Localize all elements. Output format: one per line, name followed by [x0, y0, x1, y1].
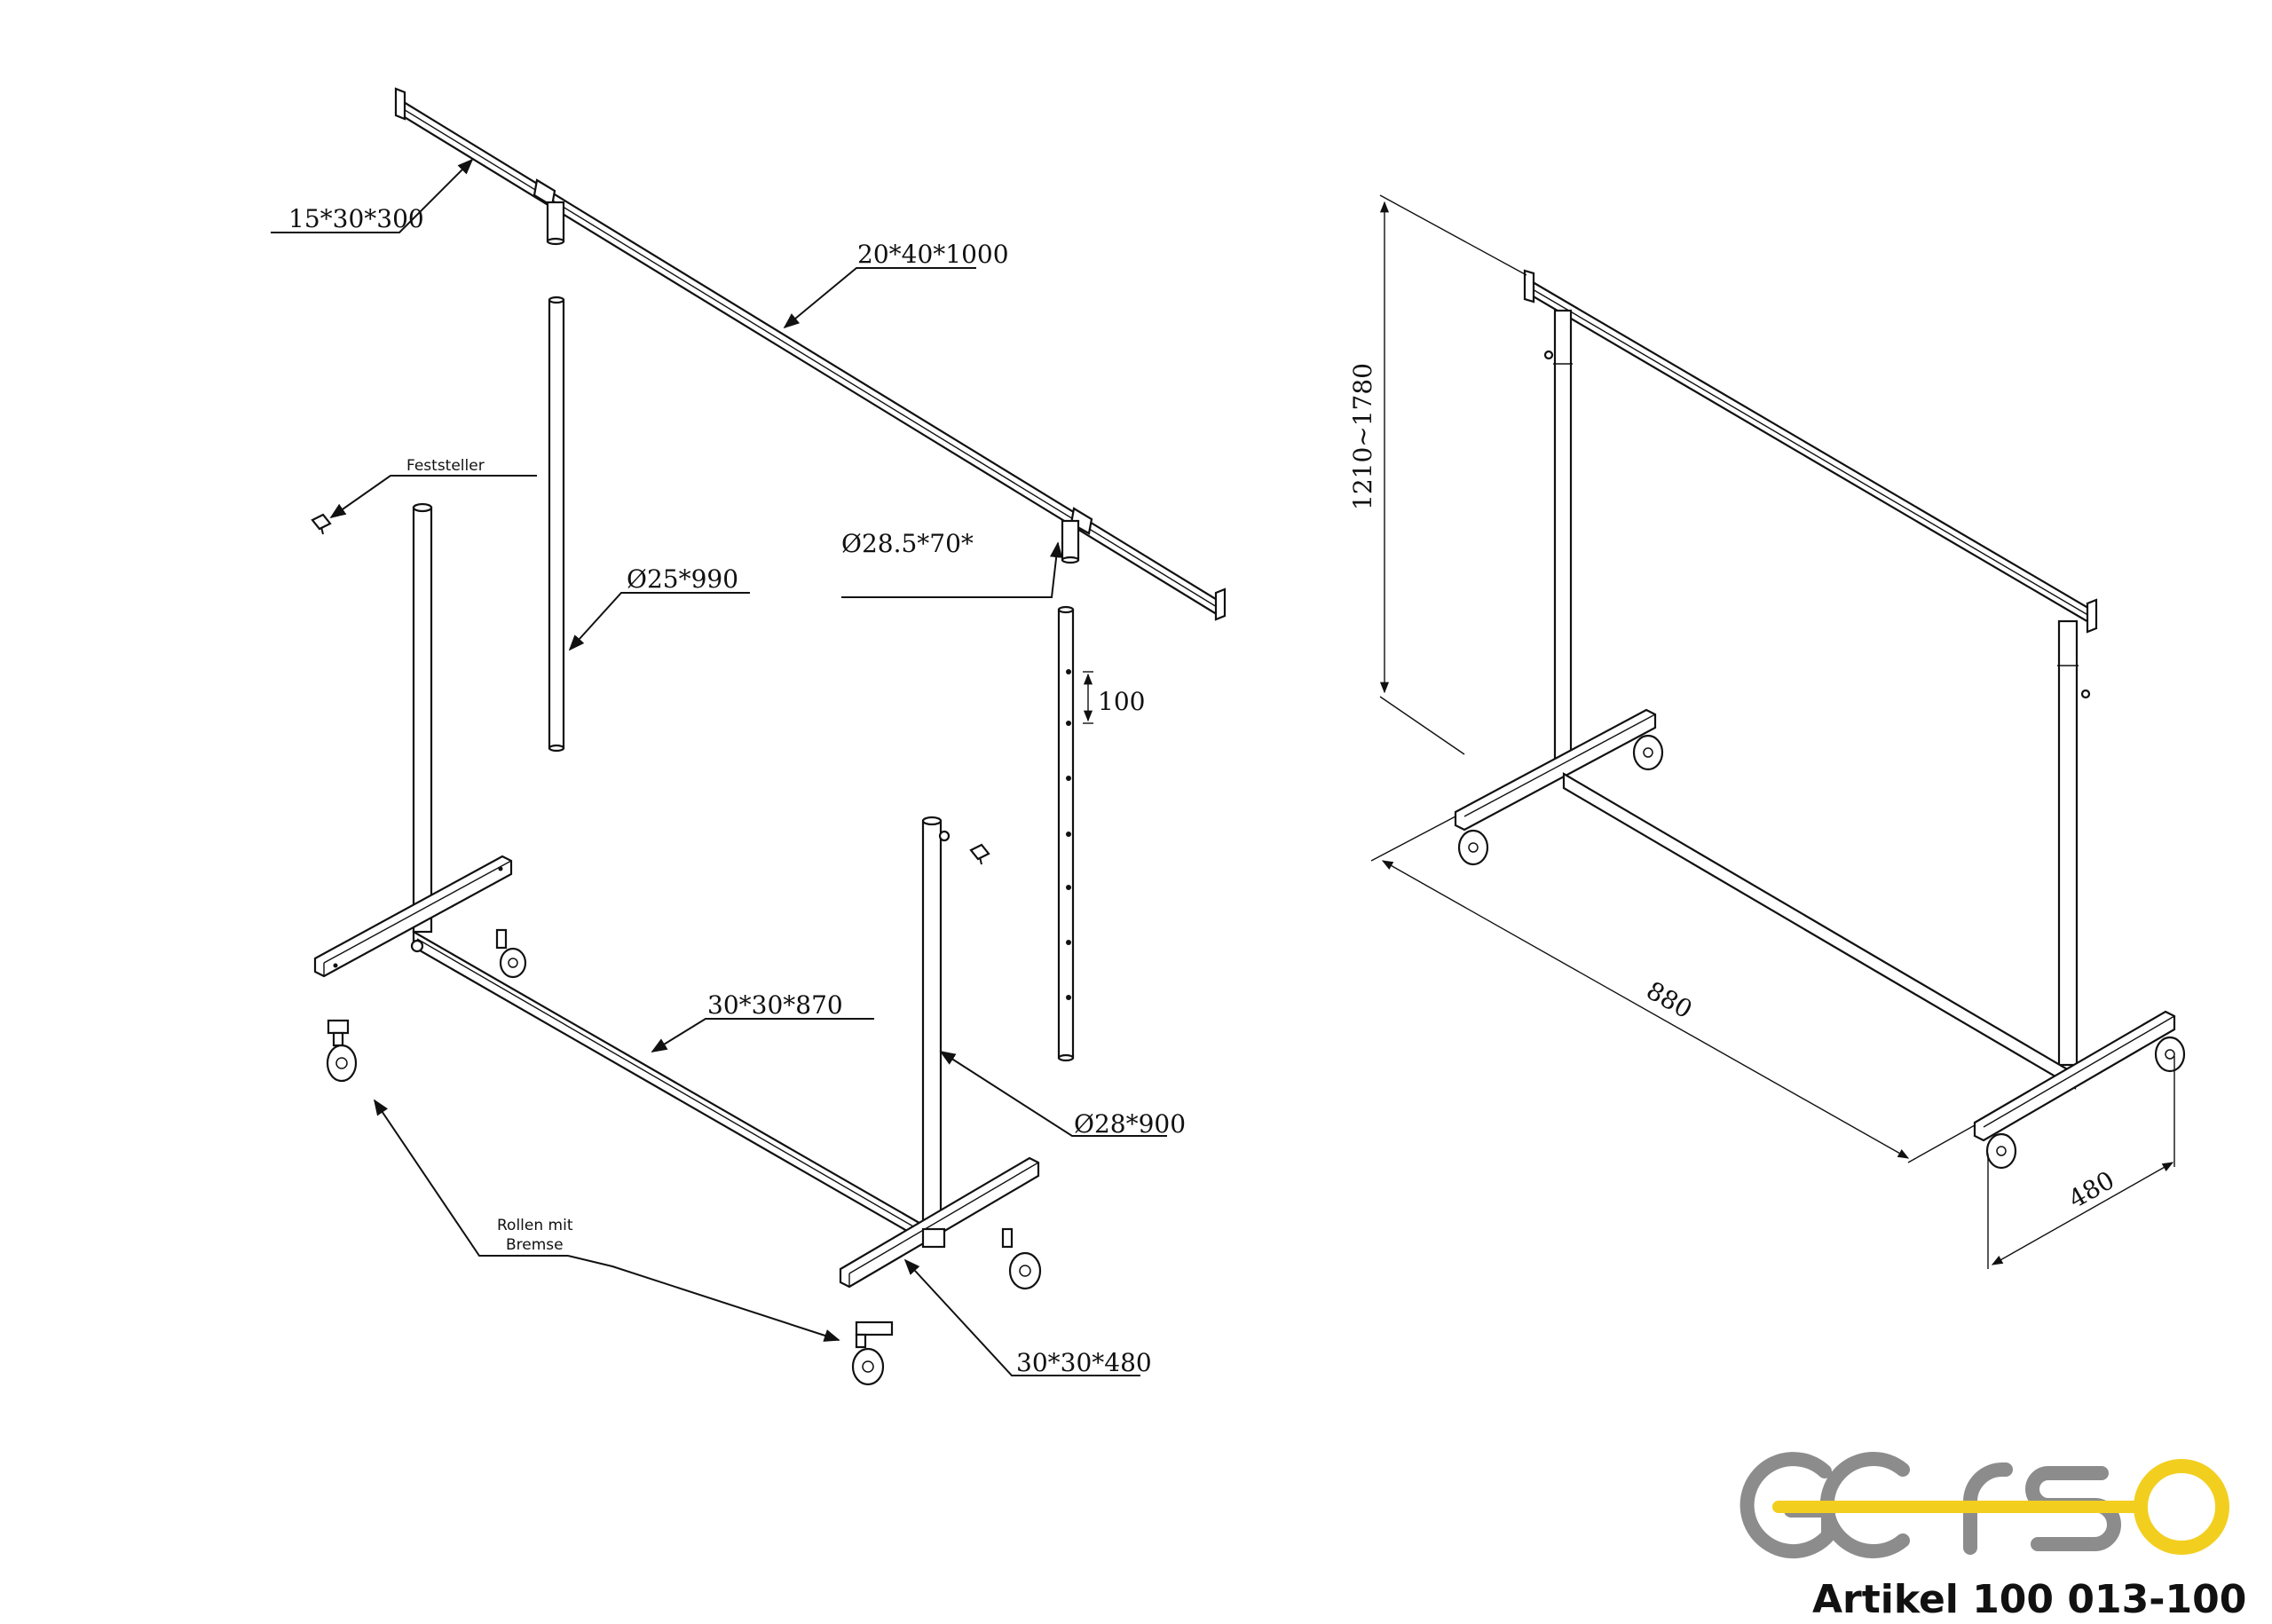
- base-rail-label: 30*30*870: [707, 990, 843, 1020]
- right-base-assembly: [839, 816, 1040, 1289]
- inner-pole: [548, 296, 565, 753]
- outer-pole-label: Ø28*900: [1074, 1109, 1186, 1139]
- end-cap-label: 15*30*300: [288, 204, 424, 233]
- inner-pole-label: Ø25*990: [627, 564, 738, 594]
- base-rail: [410, 930, 932, 1246]
- depth-dimension: 480: [2063, 1165, 2119, 1214]
- foot-bar-label: 30*30*480: [1016, 1348, 1152, 1377]
- top-bar: [394, 87, 1227, 621]
- caster: [326, 1019, 358, 1083]
- exploded-view: 15*30*300 20*40*1000 Feststeller Ø25*990…: [271, 87, 1227, 1386]
- caster: [851, 1320, 894, 1386]
- lock-knob-icon: [969, 843, 990, 865]
- sleeve-label: Ø28.5*70*: [841, 529, 974, 558]
- caster: [1985, 1132, 2017, 1170]
- caster: [495, 928, 527, 979]
- caster: [1457, 829, 1489, 866]
- assembled-view: 1210~1780 880 480: [1348, 194, 2186, 1269]
- caster: [1632, 734, 1664, 771]
- length-dimension: 880: [1642, 975, 1698, 1024]
- lock-knob-label: Feststeller: [406, 457, 485, 475]
- hole-spacing-label: 100: [1098, 687, 1145, 716]
- casters-label-line1: Rollen mit: [497, 1217, 573, 1234]
- article-number: Artikel 100 013-100: [1812, 1577, 2246, 1622]
- inner-pole-with-holes: [1057, 605, 1093, 1062]
- leader-lines: [271, 158, 1167, 1376]
- gerso-logo: [1740, 1452, 2229, 1559]
- dimension-lines: [1370, 194, 2175, 1269]
- lock-knob-icon: [311, 513, 332, 535]
- caster: [2154, 1036, 2186, 1073]
- height-dimension: 1210~1780: [1348, 363, 1377, 510]
- top-bar-label: 20*40*1000: [857, 240, 1009, 269]
- casters-label-line2: Bremse: [506, 1236, 564, 1254]
- caster: [1001, 1227, 1042, 1290]
- left-base-assembly: [313, 502, 527, 979]
